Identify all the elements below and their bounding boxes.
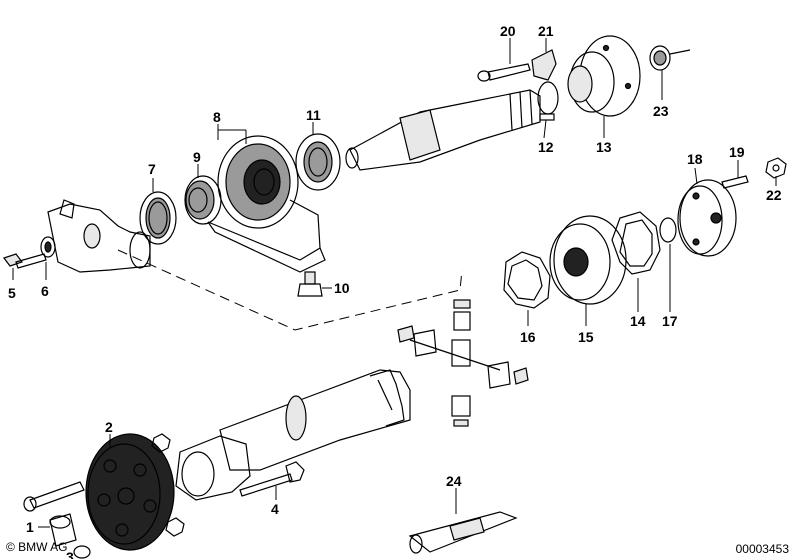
- document-number: 00003453: [735, 542, 789, 556]
- callout-3: 3: [66, 549, 74, 559]
- callout-2: 2: [105, 419, 113, 435]
- callout-19: 19: [729, 144, 745, 160]
- callout-labels: 5 6 7 8 9 10 11 12 13 14 15 16 17 18 19 …: [8, 23, 782, 559]
- bolt-10[interactable]: [297, 271, 323, 297]
- lock-plate-21[interactable]: [531, 49, 557, 81]
- callout-10: 10: [334, 280, 350, 296]
- callout-7: 7: [148, 161, 156, 177]
- flex-coupling-2[interactable]: [85, 433, 175, 551]
- bolt-19[interactable]: [721, 175, 749, 189]
- callout-14: 14: [630, 313, 646, 329]
- callout-22: 22: [766, 187, 782, 203]
- leader-lines: [12, 38, 777, 528]
- callout-1: 1: [26, 519, 34, 535]
- bolt-20[interactable]: [477, 63, 531, 82]
- callout-11: 11: [306, 107, 321, 123]
- front-yoke[interactable]: [175, 435, 251, 501]
- callout-20: 20: [500, 23, 516, 39]
- circlip-17[interactable]: [659, 217, 677, 243]
- callout-17: 17: [662, 313, 678, 329]
- flange-13[interactable]: [567, 35, 641, 117]
- clamp-12[interactable]: [537, 81, 559, 121]
- bushing-1[interactable]: [49, 513, 77, 547]
- coupling-bolt[interactable]: [23, 481, 85, 512]
- bolt-5[interactable]: [3, 253, 47, 269]
- callout-5: 5: [8, 285, 16, 301]
- seal-ring-11[interactable]: [295, 133, 341, 191]
- seal-23[interactable]: [649, 45, 691, 71]
- callout-24: 24: [446, 473, 462, 489]
- center-bearing-8[interactable]: [207, 135, 326, 273]
- flexible-disc-18[interactable]: [677, 179, 737, 257]
- callout-8: 8: [213, 109, 221, 125]
- callout-23: 23: [653, 103, 669, 119]
- ring-7[interactable]: [139, 191, 177, 245]
- boot-16[interactable]: [503, 251, 551, 309]
- drive-shaft[interactable]: [219, 369, 411, 471]
- cv-joint-15[interactable]: [549, 215, 627, 305]
- callout-9: 9: [193, 149, 201, 165]
- washer-6[interactable]: [40, 236, 56, 258]
- nut-22[interactable]: [765, 157, 787, 179]
- bearing-9[interactable]: [184, 175, 222, 225]
- callout-16: 16: [520, 329, 536, 345]
- callout-4: 4: [271, 501, 279, 517]
- copyright-text: © BMW AG: [6, 540, 68, 554]
- callout-12: 12: [538, 139, 554, 155]
- grease-tube-24[interactable]: [408, 511, 518, 554]
- bolt-4[interactable]: [239, 461, 305, 497]
- splined-shaft[interactable]: [345, 89, 541, 171]
- flange-yoke[interactable]: [47, 199, 151, 273]
- callout-15: 15: [578, 329, 594, 345]
- callout-6: 6: [41, 283, 49, 299]
- coupling-nut[interactable]: [151, 433, 185, 537]
- universal-joint[interactable]: [397, 299, 529, 427]
- boot-14[interactable]: [611, 211, 661, 275]
- assembly-dashed-line: [117, 249, 463, 331]
- callout-13: 13: [596, 139, 612, 155]
- washer-3[interactable]: [73, 545, 91, 559]
- callout-18: 18: [687, 151, 703, 167]
- callout-21: 21: [538, 23, 554, 39]
